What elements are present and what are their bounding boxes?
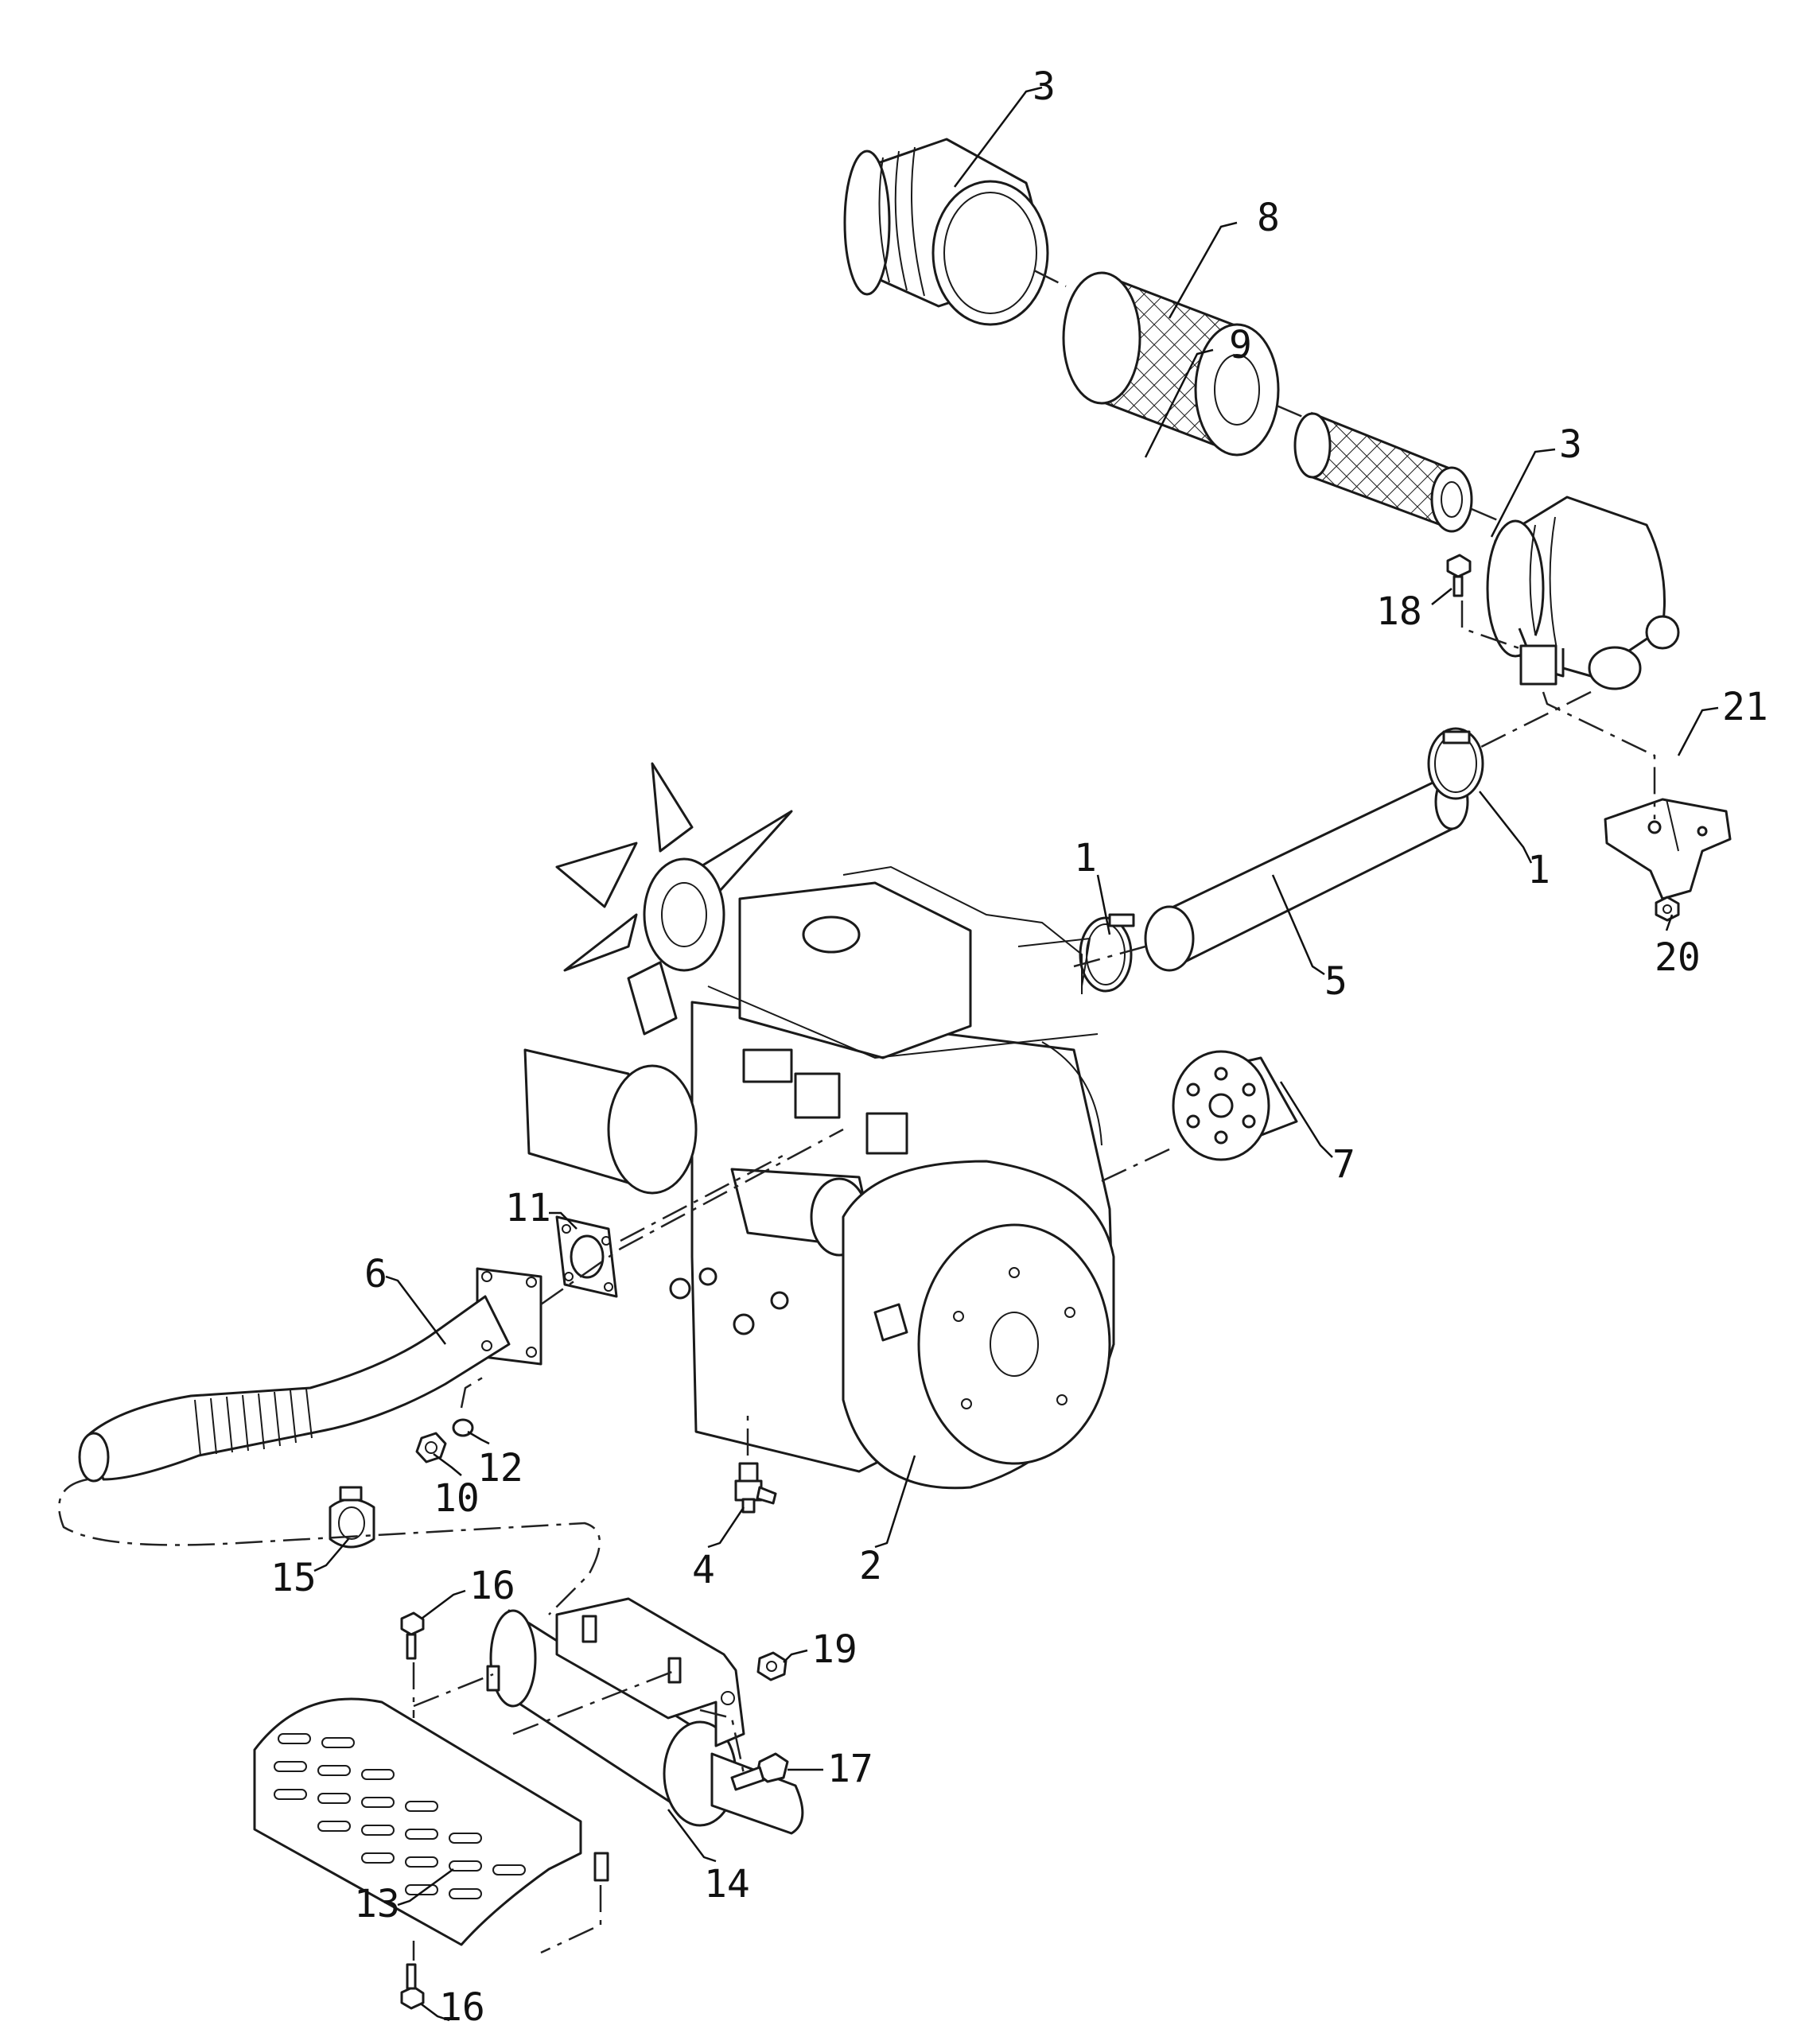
flange-nut: [415, 1432, 447, 1463]
flex-bellows: [194, 1388, 313, 1456]
callout-16-upper: 16: [469, 1564, 515, 1608]
inner-filter-element: [1293, 411, 1473, 533]
callout-11: 11: [505, 1186, 551, 1230]
callout-3-cover: 3: [1032, 64, 1056, 109]
air-cleaner-body: [1486, 496, 1680, 690]
callout-1-upper: 1: [1527, 848, 1550, 892]
callout-2: 2: [859, 1544, 882, 1588]
cooling-fan: [555, 762, 793, 972]
pipe-clamp: [329, 1486, 375, 1549]
callout-12: 12: [477, 1446, 523, 1491]
bolt-17: [730, 1752, 789, 1791]
callout-21: 21: [1722, 685, 1768, 729]
callout-1-lower: 1: [1074, 836, 1097, 880]
spacer-bushings: [486, 1615, 682, 1882]
callout-5: 5: [1324, 959, 1348, 1004]
bolt-19: [1446, 554, 1472, 597]
muffler-bracket: [555, 1597, 745, 1747]
callout-19: 18: [1376, 589, 1422, 634]
hose-clamp-upper: [1427, 727, 1484, 800]
callout-10: 10: [434, 1476, 480, 1521]
exhaust-pipe: [78, 1267, 542, 1483]
assembly-lines: [58, 269, 1656, 1961]
oil-filter: [1172, 1050, 1298, 1161]
nut-18: [756, 1651, 788, 1681]
callout-7: 7: [1332, 1142, 1355, 1187]
nut-20: [1655, 896, 1680, 922]
callout-leaders: [313, 86, 1719, 2022]
callout-4: 4: [692, 1548, 715, 1592]
muffler: [489, 1609, 804, 1835]
callout-14: 14: [704, 1862, 750, 1907]
drain-valve: [734, 1462, 777, 1514]
engine: [523, 762, 1115, 1490]
bolt-16-lower: [400, 1963, 425, 2010]
callout-6: 6: [364, 1252, 387, 1296]
callout-17: 17: [827, 1747, 873, 1791]
callout-8: 8: [1257, 196, 1280, 240]
callout-20: 20: [1655, 935, 1701, 980]
callout-3-body: 3: [1559, 422, 1582, 467]
shield-slots: [274, 1733, 526, 1899]
callout-9: 9: [1229, 323, 1252, 367]
callout-13: 13: [354, 1882, 400, 1926]
callout-16-lower: 16: [439, 1985, 485, 2029]
heat-shield: [253, 1697, 582, 1946]
callout-labels: 3 8 9 3 18 21 1 1 5 20 7 11 6 10 12 15 4…: [270, 64, 1768, 2029]
exhaust-gasket: [555, 1215, 618, 1298]
callout-18: 19: [811, 1627, 858, 1672]
outer-filter-element: [1062, 271, 1280, 457]
air-cleaner-cover: [843, 138, 1049, 326]
air-intake-hose: [1144, 773, 1469, 972]
callout-15: 15: [270, 1556, 317, 1600]
bolt-16-upper: [400, 1611, 425, 1660]
air-cleaner-bracket: [1604, 798, 1732, 900]
